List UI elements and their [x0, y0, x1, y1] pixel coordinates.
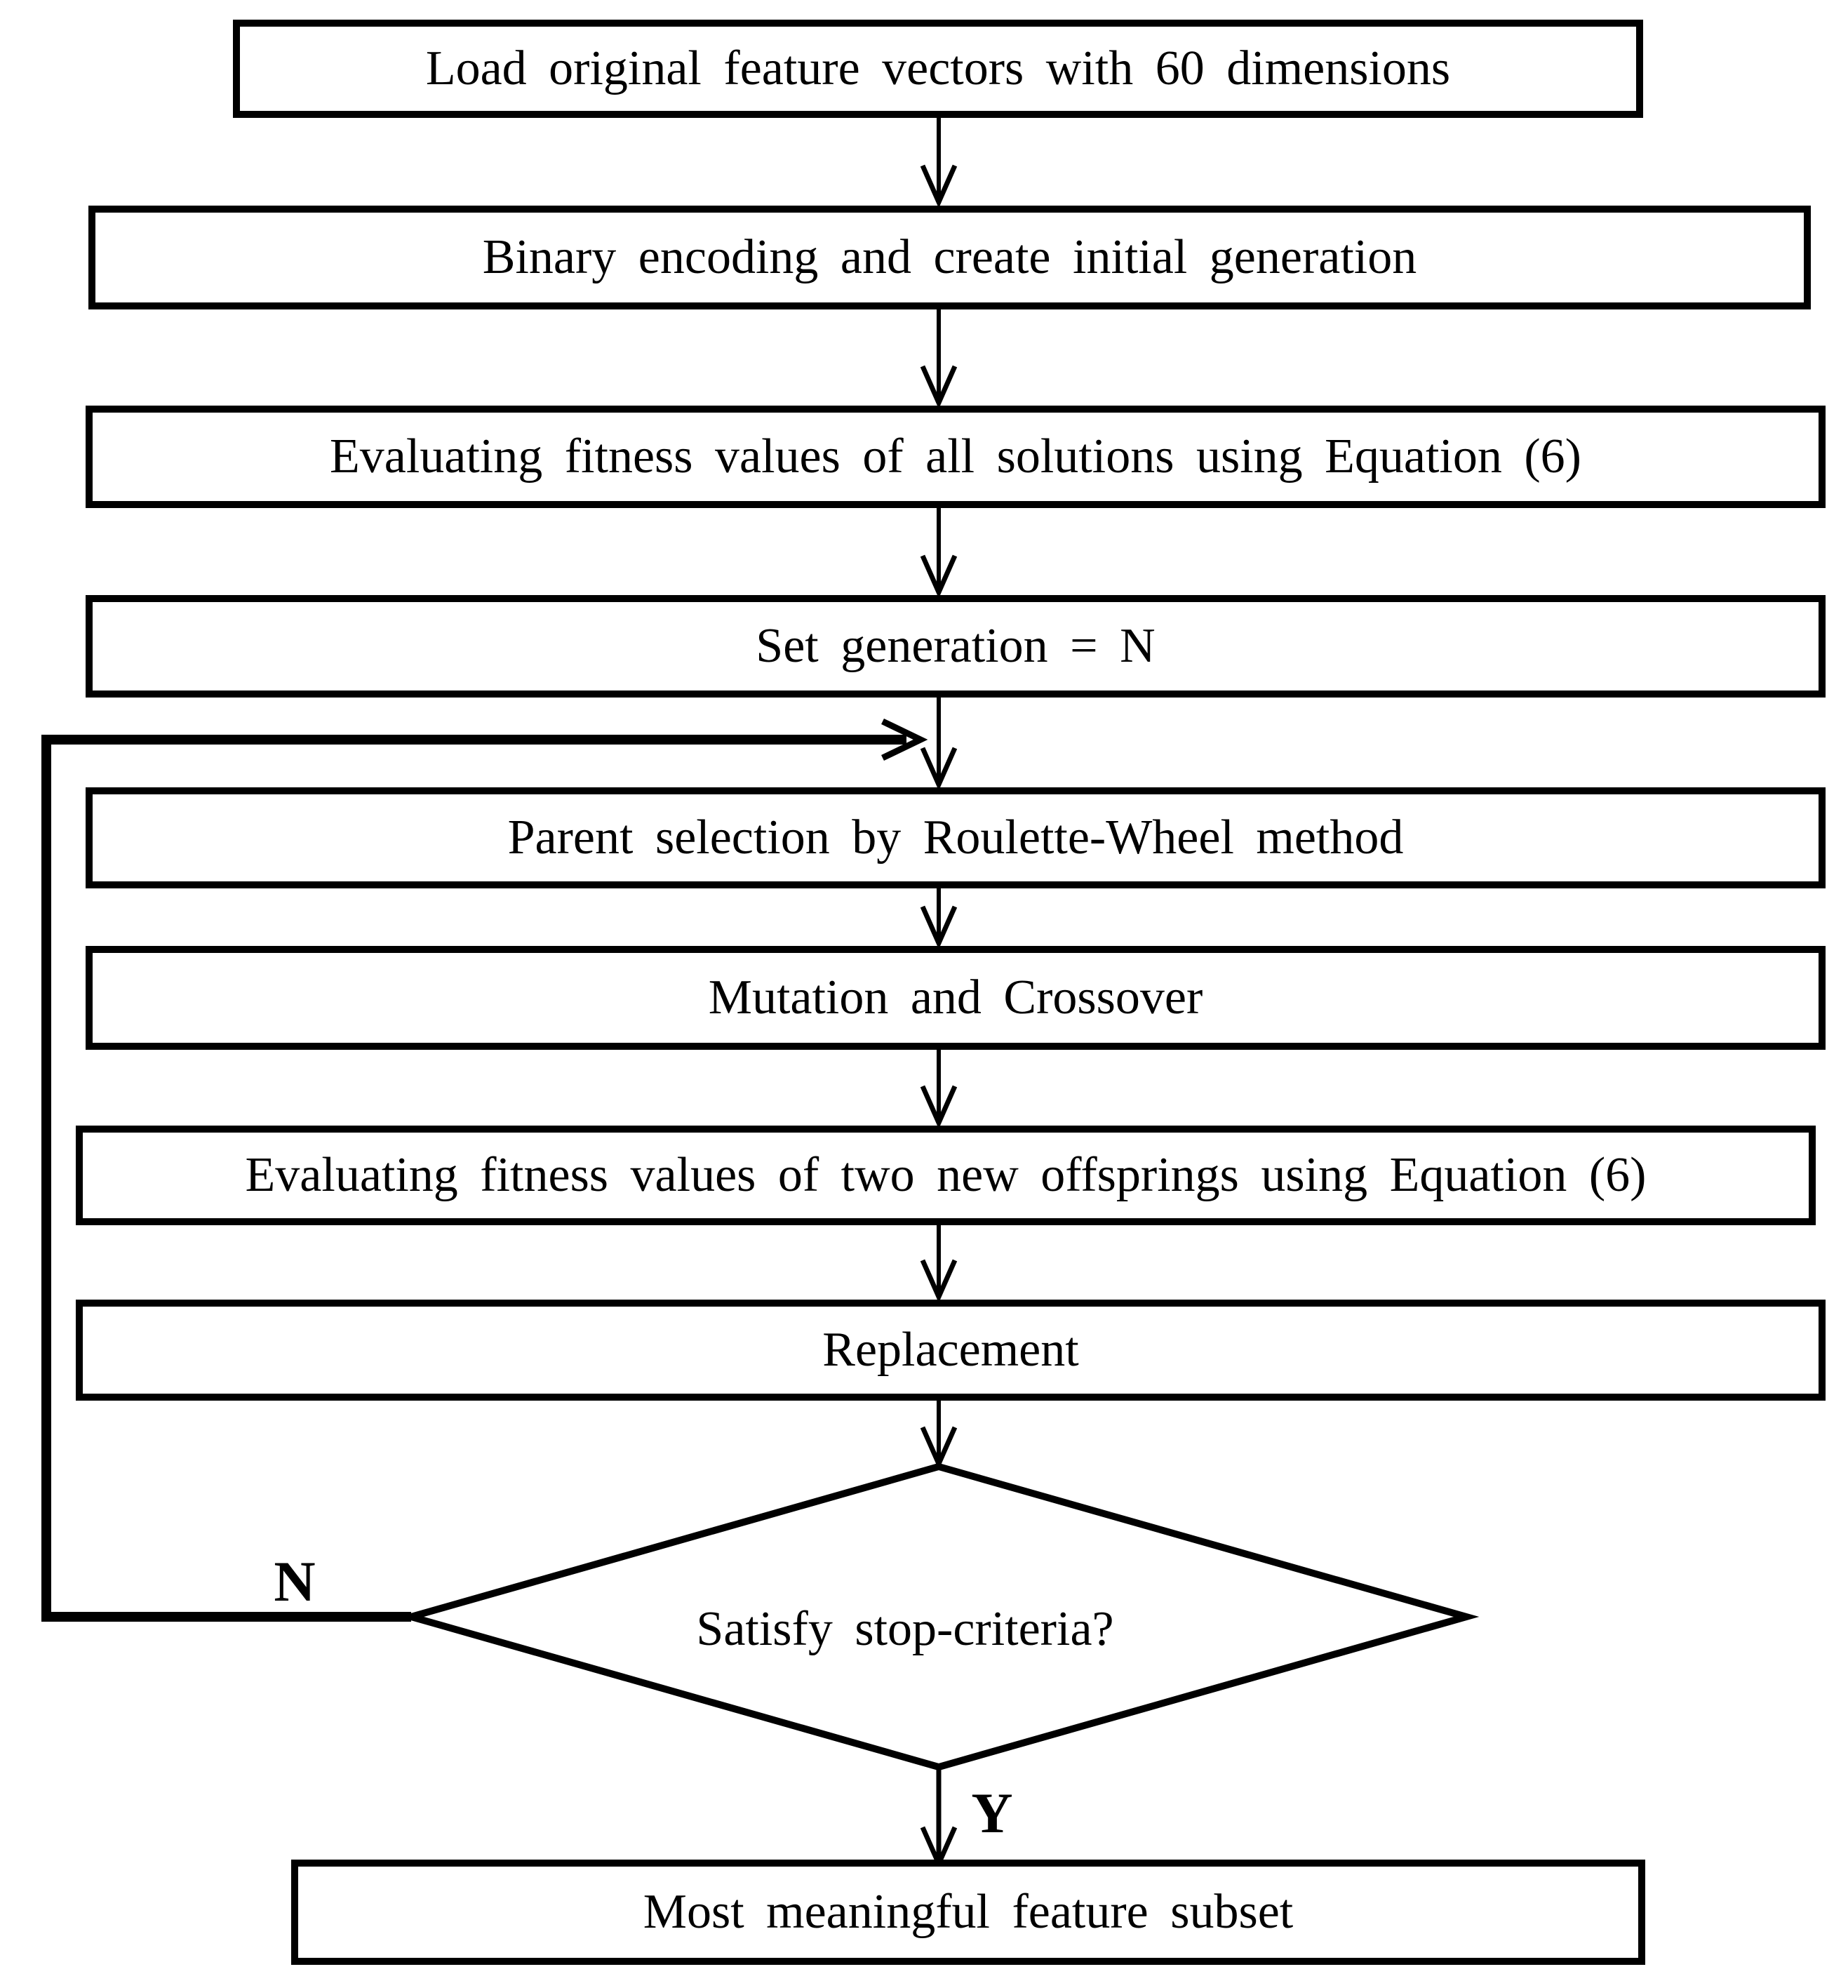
node-evaluate-fitness-offspring: Evaluating fitness values of two new off… — [76, 1126, 1816, 1225]
loop-back-edge — [41, 735, 906, 1622]
node-result-feature-subset: Most meaningful feature subset — [291, 1860, 1645, 1965]
node-mutation-crossover: Mutation and Crossover — [86, 946, 1826, 1050]
node-stop-criteria-label: Satisfy stop-criteria? — [696, 1602, 1114, 1656]
edge-evaluate-offspring-to-replacement — [920, 1225, 958, 1303]
decision-diamond — [398, 1462, 1480, 1771]
edge-parent-selection-to-mutation — [920, 888, 958, 949]
edge-encode-to-evaluate-all — [920, 309, 958, 409]
branch-label-yes: Y — [971, 1781, 1013, 1845]
edge-mutation-to-evaluate-offspring — [920, 1050, 958, 1129]
node-load-feature-vectors: Load original feature vectors with 60 di… — [233, 20, 1643, 118]
edge-set-generation-to-parent-selection — [920, 698, 958, 791]
loop-back-arrowhead-right — [881, 718, 928, 761]
edge-replacement-to-decision — [920, 1401, 958, 1470]
node-parent-selection: Parent selection by Roulette-Wheel metho… — [86, 787, 1826, 888]
node-replacement: Replacement — [76, 1300, 1826, 1401]
node-evaluate-fitness-all: Evaluating fitness values of all solutio… — [86, 406, 1826, 508]
branch-label-no: N — [274, 1549, 316, 1613]
edge-load-to-encode — [920, 118, 958, 208]
edge-evaluate-all-to-set-generation — [920, 508, 958, 599]
node-binary-encoding: Binary encoding and create initial gener… — [88, 206, 1811, 309]
node-set-generation: Set generation = N — [86, 595, 1826, 698]
